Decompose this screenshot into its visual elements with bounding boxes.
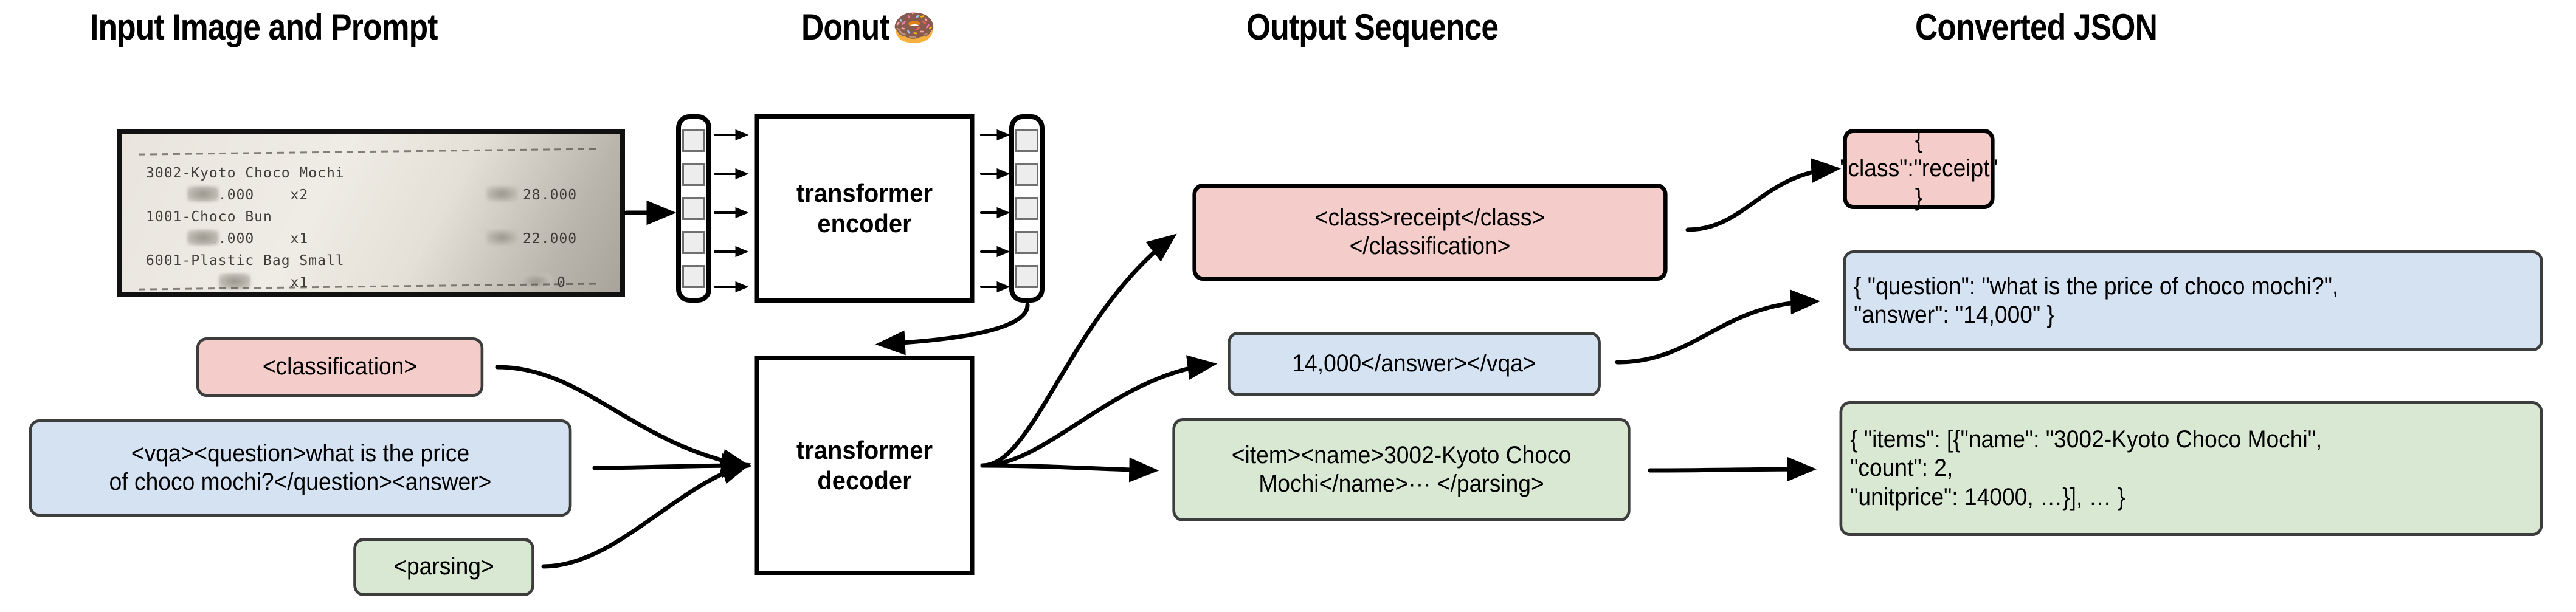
encoder-output-token (1015, 197, 1038, 220)
converted-json-vqa[interactable]: { "question": "what is the price of choc… (1843, 250, 2543, 351)
receipt-amount-2: 0 (557, 275, 566, 291)
receipt-amount-0: 28.000 (523, 187, 578, 203)
encoder-input-token (682, 163, 705, 186)
column-title-model: Donut🍩 (801, 6, 936, 49)
transformer-decoder-block: transformer decoder (754, 356, 975, 575)
encoder-output-token-strip (1009, 114, 1045, 303)
column-title-output: Output Sequence (1246, 7, 1499, 47)
converted-json-parsing[interactable]: { "items": [{"name": "3002-Kyoto Choco M… (1839, 401, 2543, 536)
encoder-input-token (682, 265, 705, 288)
encoder-input-token (682, 129, 705, 152)
prompt-box-classification[interactable]: <classification> (196, 337, 484, 397)
column-title-input: Input Image and Prompt (90, 7, 438, 47)
encoder-input-token (682, 197, 705, 220)
output-sequence-parsing[interactable]: <item><name>3002-Kyoto Choco Mochi</name… (1172, 418, 1631, 521)
transformer-encoder-block: transformer encoder (754, 114, 975, 303)
model-title-text: Donut (801, 7, 890, 47)
receipt-line-0: 3002-Kyoto Choco Mochi (146, 165, 345, 181)
encoder-input-token (682, 231, 705, 254)
encoder-output-token (1015, 231, 1038, 254)
prompt-box-parsing[interactable]: <parsing> (353, 538, 534, 596)
converted-json-classification[interactable]: { "class":"receipt" } (1840, 126, 1998, 211)
receipt-line-3: 22.000 x1 (146, 231, 309, 247)
encoder-input-token-strip (676, 114, 711, 303)
encoder-output-token (1015, 163, 1038, 186)
column-title-json: Converted JSON (1915, 7, 2158, 47)
input-receipt-image: 3002-Kyoto Choco Mochi 14.000 x2 1001-Ch… (117, 129, 625, 297)
prompt-box-vqa[interactable]: <vqa><question>what is the price of choc… (29, 419, 572, 517)
encoder-output-token (1015, 265, 1038, 288)
output-sequence-vqa[interactable]: 14,000</answer></vqa> (1228, 332, 1601, 396)
receipt-line-4: 6001-Plastic Bag Small (146, 253, 345, 269)
encoder-output-token (1015, 129, 1038, 152)
receipt-amount-1: 22.000 (523, 231, 578, 247)
donut-icon: 🍩 (893, 8, 936, 47)
receipt-line-2: 1001-Choco Bun (146, 209, 272, 225)
receipt-line-1: 14.000 x2 (146, 187, 309, 203)
output-sequence-classification[interactable]: <class>receipt</class> </classification> (1192, 184, 1668, 281)
